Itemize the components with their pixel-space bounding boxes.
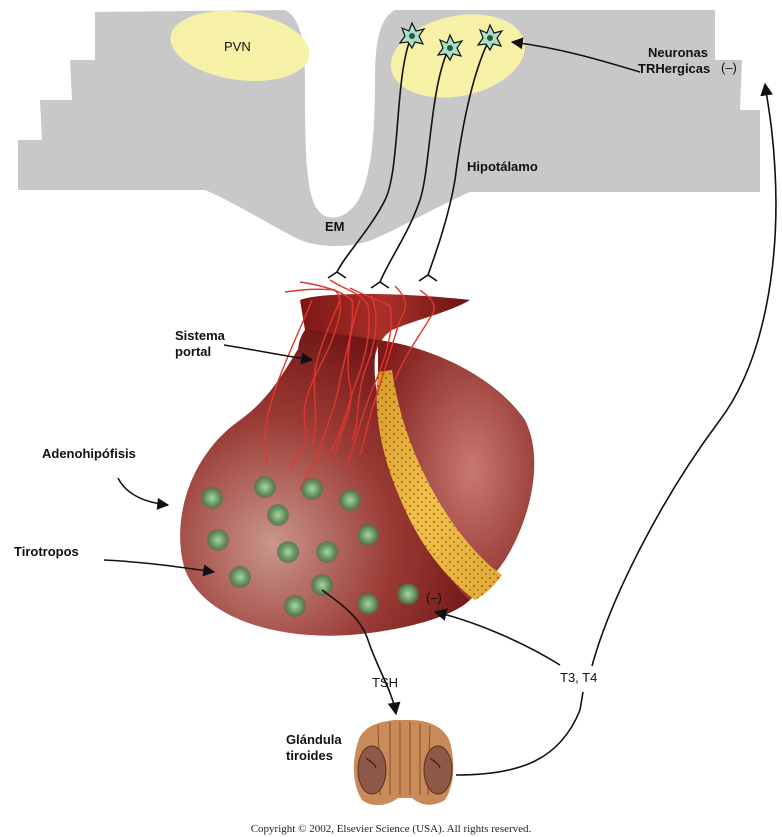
feedback-to-pituitary-arrow (435, 612, 560, 665)
thyrotropes-label: Tirotropos (14, 544, 79, 559)
thyroid-to-t3t4-line (456, 692, 583, 775)
axon-terminal-2 (371, 282, 389, 288)
thyrotrope-cell-icon (277, 541, 299, 563)
arrow-to-adenohypophysis (118, 478, 168, 505)
thyrotrope-cell-icon (267, 504, 289, 526)
hypothalamus-label: Hipotálamo (467, 159, 538, 174)
thyrotrope-cell-icon (339, 489, 361, 511)
tsh-label: TSH (372, 675, 398, 690)
thyroid-label-line1: Glándula (286, 732, 342, 747)
median-eminence-label: EM (325, 219, 345, 234)
thyrotrope-cell-icon (229, 566, 251, 588)
thyrotrope-cell-icon (316, 541, 338, 563)
axon-terminal-3 (419, 275, 437, 281)
portal-system-label-line1: Sistema (175, 328, 226, 343)
thyrotrope-cell-icon (254, 476, 276, 498)
thyrotrope-cell-icon (207, 529, 229, 551)
thyrotrope-cell-icon (311, 574, 333, 596)
thyroid-gland-icon (354, 720, 453, 805)
thyroid-label-line2: tiroides (286, 748, 333, 763)
neurons-label-line2: TRHergicas (638, 61, 710, 76)
thyrotrope-cell-icon (201, 487, 223, 509)
t3-t4-label: T3, T4 (560, 670, 597, 685)
thyrotrope-cell-icon (284, 595, 306, 617)
thyrotrope-cell-icon (357, 593, 379, 615)
pvn-label: PVN (224, 39, 251, 54)
negative-feedback-pituitary: (–) (426, 590, 442, 605)
adenohypophysis-label: Adenohipófisis (42, 446, 136, 461)
thyrotrope-cell-icon (397, 583, 419, 605)
negative-feedback-hypothalamus: (–) (721, 60, 737, 75)
thyrotrope-cell-icon (301, 478, 323, 500)
copyright-notice: Copyright © 2002, Elsevier Science (USA)… (251, 823, 532, 835)
portal-system-label-line2: portal (175, 344, 211, 359)
axon-terminal-1 (328, 272, 346, 278)
thyrotrope-cell-icon (357, 524, 379, 546)
neurons-label-line1: Neuronas (648, 45, 708, 60)
